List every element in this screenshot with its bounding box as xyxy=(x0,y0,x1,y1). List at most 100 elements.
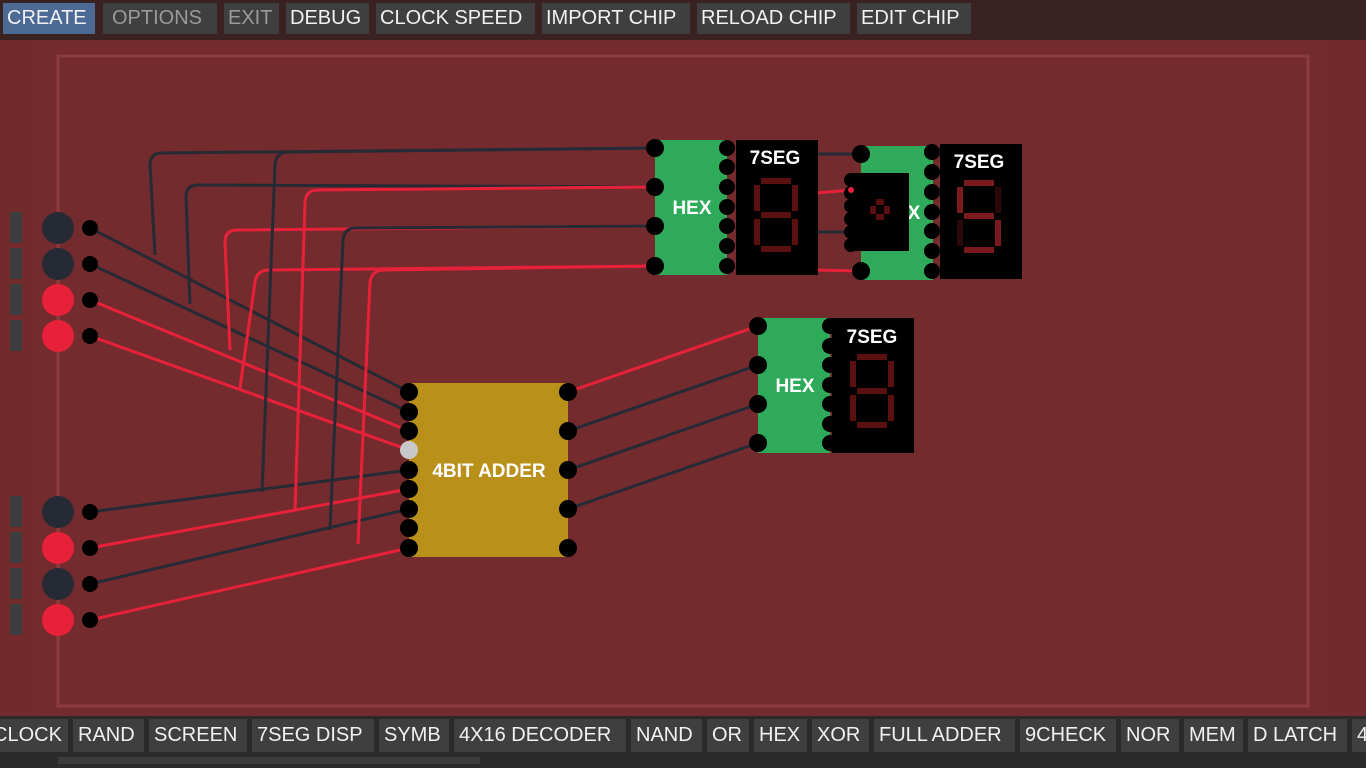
pin-node[interactable] xyxy=(400,383,418,401)
seg-display-right[interactable]: 7SEG xyxy=(924,144,1022,279)
create-button[interactable]: CREATE xyxy=(3,3,95,34)
palette-item-9check[interactable]: 9CHECK xyxy=(1020,719,1116,752)
pin-node[interactable] xyxy=(719,238,735,254)
input-pin-on[interactable] xyxy=(42,320,74,352)
pin-node[interactable] xyxy=(82,328,98,344)
palette-item-cut-off[interactable]: 4 xyxy=(1352,719,1366,752)
palette-item-4x16-decoder[interactable]: 4X16 DECODER xyxy=(454,719,626,752)
pin-node[interactable] xyxy=(82,292,98,308)
pin-node[interactable] xyxy=(646,178,664,196)
palette-item-screen[interactable]: SCREEN xyxy=(149,719,247,752)
hex-chip-mid[interactable]: HEX xyxy=(749,317,830,453)
pin-node[interactable] xyxy=(924,184,940,200)
pin-node[interactable] xyxy=(400,500,418,518)
pin-node[interactable] xyxy=(852,262,870,280)
pin-node[interactable] xyxy=(719,258,735,274)
palette-scroll-thumb[interactable] xyxy=(58,757,480,764)
input-handle[interactable] xyxy=(10,604,22,635)
palette-item-mem[interactable]: MEM xyxy=(1184,719,1243,752)
pin-node[interactable] xyxy=(924,223,940,239)
debug-button[interactable]: DEBUG xyxy=(286,3,369,34)
palette-scrollbar[interactable] xyxy=(0,756,1366,766)
palette-item-hex[interactable]: HEX xyxy=(754,719,807,752)
palette-item-nor[interactable]: NOR xyxy=(1121,719,1179,752)
pin-node[interactable] xyxy=(400,480,418,498)
input-pin-on[interactable] xyxy=(42,604,74,636)
pin-node[interactable] xyxy=(646,139,664,157)
hovered-pin-node[interactable] xyxy=(400,441,418,459)
hex-body[interactable] xyxy=(758,318,830,453)
pin-node[interactable] xyxy=(82,576,98,592)
edit-chip-button[interactable]: EDIT CHIP xyxy=(857,3,971,34)
pin-node[interactable] xyxy=(822,377,838,393)
pin-node[interactable] xyxy=(719,140,735,156)
pin-node[interactable] xyxy=(82,540,98,556)
pin-node[interactable] xyxy=(719,179,735,195)
pin-node[interactable] xyxy=(924,243,940,259)
pin-node[interactable] xyxy=(749,395,767,413)
pin-node[interactable] xyxy=(400,422,418,440)
palette-item-nand[interactable]: NAND xyxy=(631,719,702,752)
pin-node[interactable] xyxy=(924,263,940,279)
seg-body[interactable] xyxy=(940,144,1022,279)
input-handle[interactable] xyxy=(10,568,22,599)
pin-node[interactable] xyxy=(82,220,98,236)
input-pin-off[interactable] xyxy=(42,496,74,528)
pin-node[interactable] xyxy=(559,383,577,401)
palette-item-7seg-disp[interactable]: 7SEG DISP xyxy=(252,719,374,752)
exit-button[interactable]: EXIT xyxy=(224,3,279,34)
clock-speed-button[interactable]: CLOCK SPEED xyxy=(376,3,535,34)
pin-node[interactable] xyxy=(844,238,858,252)
pin-node[interactable] xyxy=(82,612,98,628)
pin-node[interactable] xyxy=(822,396,838,412)
pin-node[interactable] xyxy=(844,173,858,187)
circuit-canvas[interactable]: 4BIT ADDER HEX xyxy=(0,40,1366,716)
input-handle[interactable] xyxy=(10,320,22,351)
pin-node[interactable] xyxy=(924,204,940,220)
pin-node[interactable] xyxy=(559,422,577,440)
input-pin-off[interactable] xyxy=(42,248,74,280)
pin-node[interactable] xyxy=(719,218,735,234)
pin-node[interactable] xyxy=(646,257,664,275)
pin-node[interactable] xyxy=(400,461,418,479)
input-pin-off[interactable] xyxy=(42,212,74,244)
palette-item-full-adder[interactable]: FULL ADDER xyxy=(874,719,1015,752)
input-handle[interactable] xyxy=(10,496,22,527)
pin-node[interactable] xyxy=(844,212,858,226)
reload-chip-button[interactable]: RELOAD CHIP xyxy=(697,3,850,34)
pin-node[interactable] xyxy=(400,519,418,537)
pin-node[interactable] xyxy=(559,500,577,518)
input-handle[interactable] xyxy=(10,212,22,243)
pin-node[interactable] xyxy=(822,435,838,451)
pin-node[interactable] xyxy=(400,403,418,421)
pin-node[interactable] xyxy=(749,356,767,374)
pin-node[interactable] xyxy=(749,434,767,452)
pin-node[interactable] xyxy=(924,144,940,160)
input-handle[interactable] xyxy=(10,248,22,279)
palette-item-rand[interactable]: RAND xyxy=(73,719,144,752)
input-handle[interactable] xyxy=(10,284,22,315)
seg-display-top[interactable]: 7SEG xyxy=(719,140,818,275)
hex-chip-top[interactable]: HEX xyxy=(646,139,727,275)
hex-body[interactable] xyxy=(655,140,727,275)
seg-body[interactable] xyxy=(736,140,818,275)
hex-chip-right[interactable]: X xyxy=(844,145,933,280)
palette-item-xor[interactable]: XOR xyxy=(812,719,869,752)
pin-node[interactable] xyxy=(852,145,870,163)
pin-node[interactable] xyxy=(400,539,418,557)
pin-node[interactable] xyxy=(822,338,838,354)
pin-node[interactable] xyxy=(844,199,858,213)
seg-display-mid[interactable]: 7SEG xyxy=(822,318,914,453)
pin-node[interactable] xyxy=(646,217,664,235)
palette-item-or[interactable]: OR xyxy=(707,719,749,752)
seg-body[interactable] xyxy=(832,318,914,453)
adder-chip[interactable]: 4BIT ADDER xyxy=(400,383,577,557)
pin-node[interactable] xyxy=(924,164,940,180)
palette-item-clock[interactable]: CLOCK xyxy=(0,719,68,752)
pin-node[interactable] xyxy=(844,225,858,239)
pin-node[interactable] xyxy=(82,504,98,520)
pin-node[interactable] xyxy=(822,416,838,432)
pin-node[interactable] xyxy=(822,318,838,334)
pin-node[interactable] xyxy=(82,256,98,272)
options-button[interactable]: OPTIONS xyxy=(103,3,217,34)
